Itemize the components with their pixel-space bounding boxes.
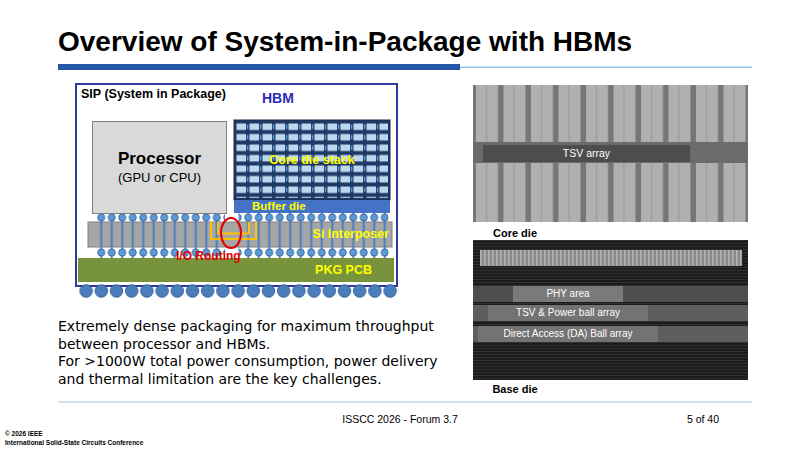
- box-title: Processor: [118, 149, 201, 169]
- part-name: Si Interposer: [313, 227, 389, 242]
- region-label: PHY area: [546, 288, 589, 300]
- image-region: TSV array: [483, 145, 690, 162]
- region-label: Direct Access (DA) Ball array: [504, 328, 633, 340]
- core-die-cells: [236, 122, 388, 198]
- base-die-image: Base diePHY areaTSV & Power ball arrayDi…: [473, 240, 748, 380]
- power-band: [473, 305, 748, 321]
- footer-rule: [58, 402, 752, 403]
- interposer-body: [88, 222, 392, 247]
- highlight-ellipse: [221, 218, 241, 248]
- footer-text: ISSCC 2026 - Forum 3.7: [300, 413, 500, 426]
- image-region: PHY area: [513, 286, 623, 302]
- region-label: TSV array: [563, 147, 610, 160]
- tsv-band: [473, 142, 748, 163]
- processor-box: Processor(GPU or CPU): [92, 121, 227, 214]
- io-routing-wire: [211, 222, 256, 239]
- slide-title: Overview of System-in-Package with HBMs: [58, 26, 632, 58]
- body-text: For >1000W total power consumption, powe…: [58, 353, 453, 388]
- part-name: HBM: [262, 90, 294, 106]
- io-routing-wire: [218, 222, 249, 234]
- part-name: Buffer die: [252, 200, 306, 213]
- solder-ball-row: [79, 284, 399, 298]
- callout-label: I/O Routing: [176, 249, 241, 263]
- phy-band: [473, 286, 748, 302]
- base-die-photo: [473, 240, 748, 380]
- region-label: TSV & Power ball array: [516, 307, 620, 319]
- copyright-note: International Solid-State Circuits Confe…: [5, 439, 143, 447]
- image-caption: Core die: [473, 227, 557, 240]
- core-die-stack: Core die stack: [234, 120, 390, 200]
- body-text: Extremely dense packaging for maximum th…: [58, 318, 453, 353]
- image-region: TSV & Power ball array: [488, 305, 648, 321]
- part-name: Core die stack: [269, 153, 354, 168]
- image-region: Direct Access (DA) Ball array: [478, 326, 658, 342]
- title-bar: [58, 64, 460, 70]
- buffer-die: Buffer die: [234, 200, 390, 213]
- title-rule: [460, 67, 752, 69]
- hbm-bumps: [239, 213, 389, 258]
- core-die-stack-body: [234, 120, 390, 200]
- si-interposer: Si Interposer: [88, 222, 392, 247]
- core-die-image: Core dieTSV array: [473, 85, 748, 222]
- da-band: [473, 326, 748, 342]
- copyright-note: © 2026 IEEE: [5, 430, 43, 438]
- page-number: 5 of 40: [660, 413, 746, 426]
- core-die-photo: [473, 85, 748, 222]
- core-die-bank: [473, 163, 748, 222]
- core-die-bank: [473, 85, 748, 142]
- box-subtitle: (GPU or CPU): [118, 169, 201, 186]
- box-heading: SIP (System in Package): [81, 87, 226, 102]
- image-caption: Base die: [473, 383, 557, 396]
- part-name: PKG PCB: [315, 263, 372, 278]
- base-die-band: [480, 250, 742, 266]
